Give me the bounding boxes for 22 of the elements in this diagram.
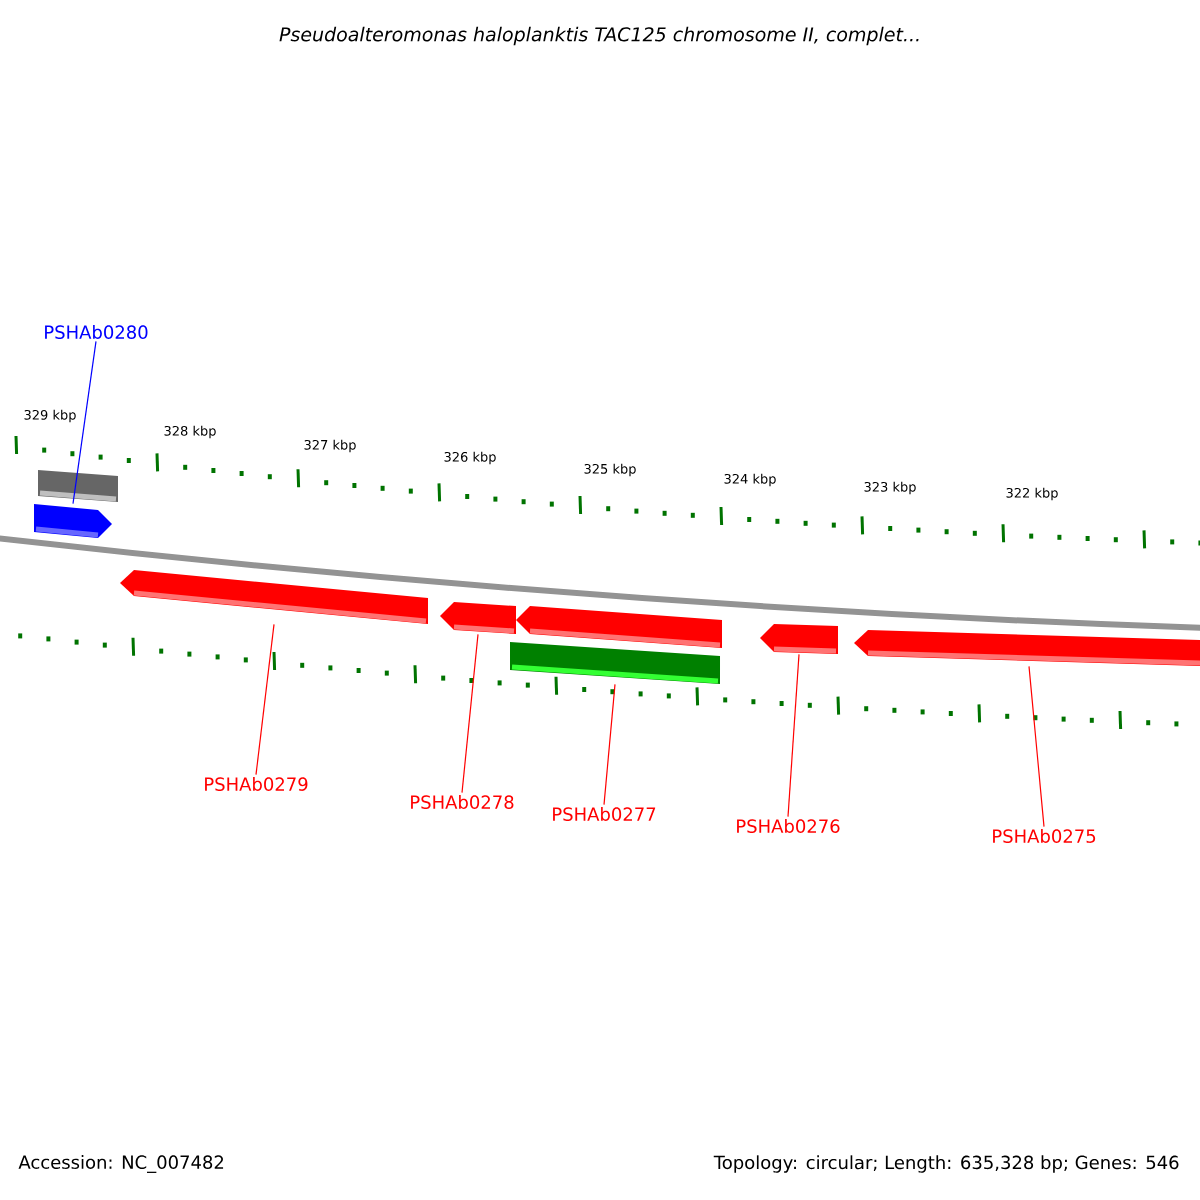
title: Pseudoalteromonas haloplanktis TAC125 chromosome II, complet... bbox=[279, 26, 919, 46]
leader-line bbox=[72, 340, 97, 505]
gene-feature bbox=[34, 504, 112, 538]
leader-line bbox=[1028, 665, 1045, 828]
gene-feature bbox=[760, 624, 838, 654]
gene-bar bbox=[510, 642, 720, 684]
leader-line bbox=[787, 653, 800, 818]
gene-feature bbox=[854, 630, 1200, 666]
gene-label: PSHAb0275 bbox=[993, 829, 1096, 843]
summary-text: Topology: circular; Length: 635,328 bp; Genes: 546 bbox=[713, 1155, 1179, 1173]
gene-bar bbox=[38, 470, 118, 502]
accession-text: Accession: NC_007482 bbox=[18, 1155, 224, 1173]
leader-line bbox=[461, 633, 479, 794]
gene-label: PSHAb0276 bbox=[737, 819, 840, 833]
gene-label: PSHAb0280 bbox=[45, 325, 148, 339]
gene-feature bbox=[120, 570, 428, 624]
gene-feature bbox=[440, 602, 516, 634]
gene-label: PSHAb0278 bbox=[411, 795, 514, 809]
gene-label: PSHAb0277 bbox=[553, 807, 656, 821]
leader-line bbox=[255, 623, 275, 776]
gene-label: PSHAb0279 bbox=[205, 777, 308, 791]
leader-line bbox=[603, 683, 616, 806]
